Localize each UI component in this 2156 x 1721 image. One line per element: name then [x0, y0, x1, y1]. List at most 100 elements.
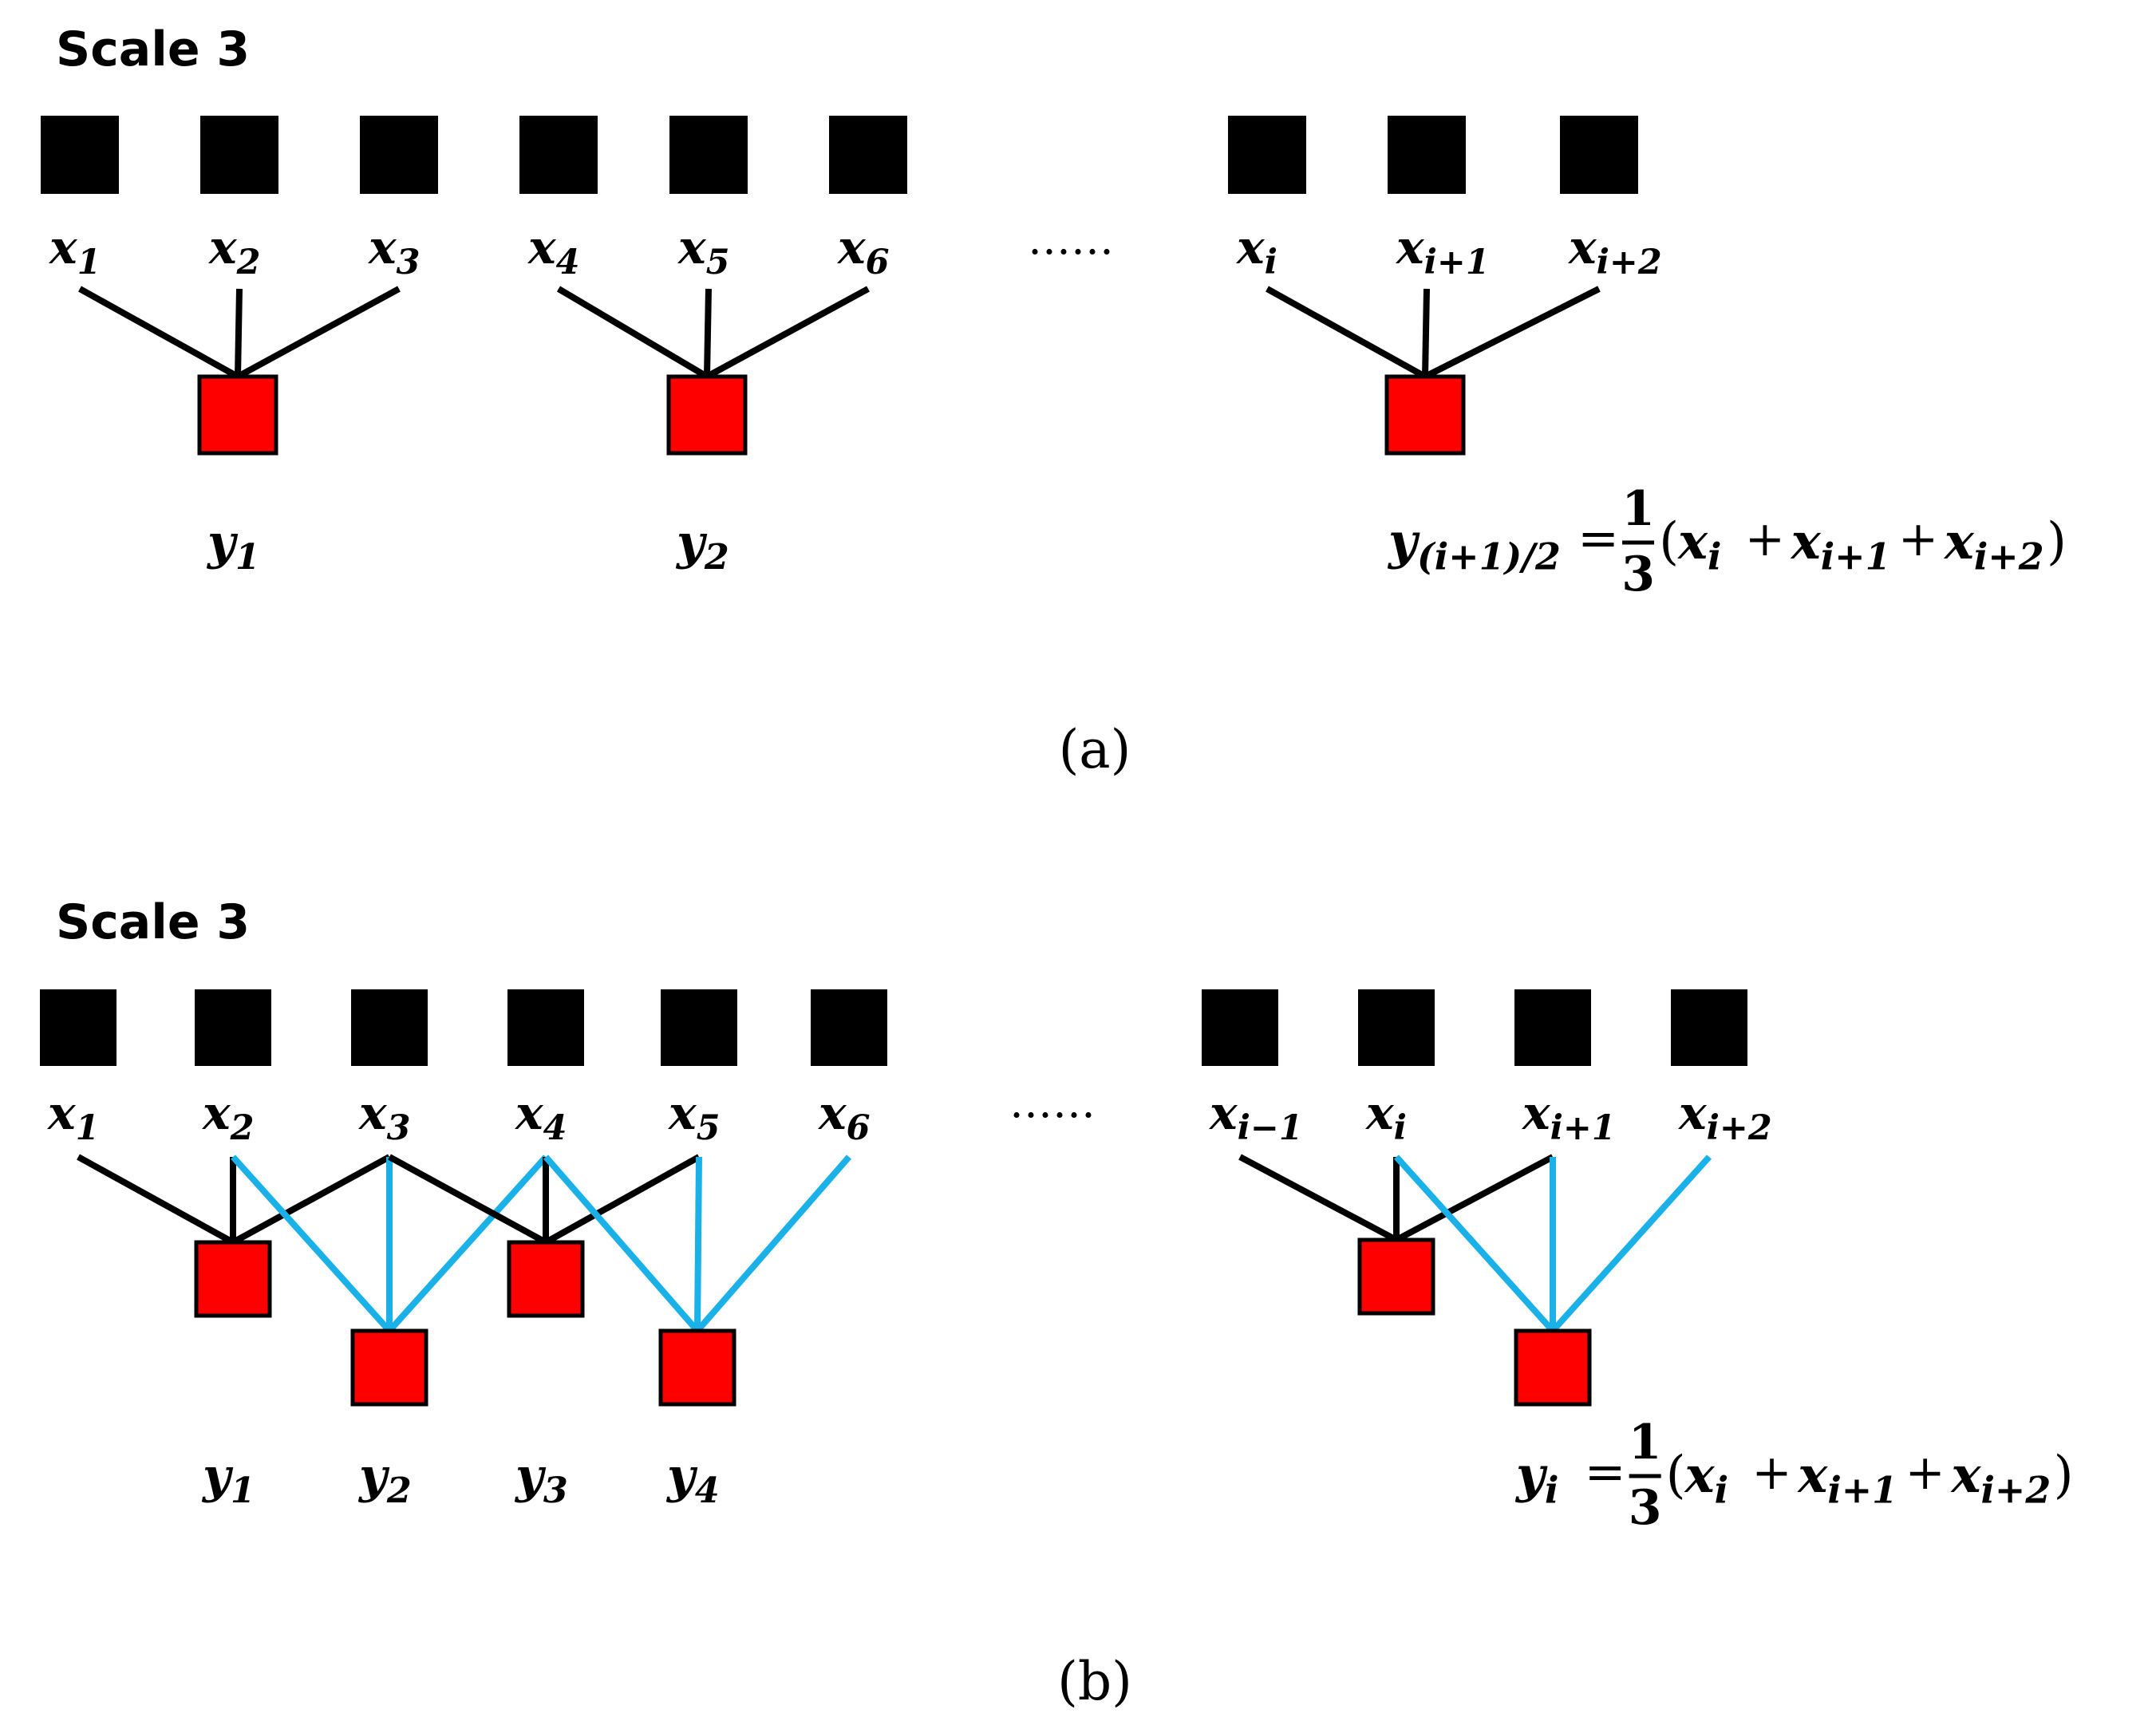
edge-secondary: [231, 1155, 392, 1333]
formula-lhs: y(i+1)/2: [1387, 512, 1561, 578]
input-node: [829, 116, 907, 194]
input-label: x6: [836, 220, 889, 282]
edge-primary: [1424, 286, 1601, 380]
formula-term: xi+1: [1790, 512, 1891, 578]
input-label: x1: [46, 1086, 99, 1148]
input-label: x3: [357, 1086, 410, 1148]
formula-numerator: 1: [1629, 1415, 1662, 1470]
output-label: y3: [514, 1448, 568, 1511]
input-node: [1202, 989, 1278, 1066]
edge-primary: [704, 288, 712, 377]
input-node: [360, 116, 438, 194]
edge-primary: [1266, 286, 1427, 380]
formula-term: xi: [1676, 512, 1721, 578]
panel-title: Scale 3: [56, 22, 250, 77]
formula-term: xi+2: [1943, 512, 2044, 578]
edge-primary: [544, 1154, 701, 1245]
edge-primary: [1422, 288, 1430, 377]
edge-primary: [236, 286, 401, 380]
input-label: xi+1: [1395, 220, 1490, 282]
edge-primary: [388, 1154, 547, 1245]
formula-close-paren: ): [2054, 1446, 2074, 1505]
edge-primary: [556, 286, 709, 380]
input-label: x6: [817, 1086, 870, 1148]
ellipsis: ……: [1009, 1077, 1096, 1127]
panel-title: Scale 3: [56, 894, 250, 950]
formula-term: xi+2: [1949, 1446, 2051, 1512]
edge-primary: [705, 286, 870, 380]
output-label: y1: [206, 515, 260, 578]
formula-denominator: 3: [1621, 547, 1655, 602]
edge-primary: [1238, 1154, 1398, 1243]
output-node: [194, 1240, 272, 1318]
panel-caption: (a): [1059, 719, 1131, 780]
formula-close-paren: ): [2047, 512, 2067, 571]
edge-secondary: [387, 1155, 548, 1333]
formula-term: xi+1: [1796, 1446, 1897, 1512]
input-label: xi+2: [1677, 1086, 1772, 1148]
edge-primary: [235, 288, 243, 377]
output-node: [1384, 374, 1466, 456]
panel-caption: (b): [1057, 1651, 1132, 1712]
input-label: x5: [677, 220, 729, 282]
formula-plus: +: [1898, 511, 1938, 567]
input-node: [811, 989, 887, 1066]
formula-lhs: yi: [1514, 1446, 1558, 1512]
edge-primary: [77, 1154, 235, 1245]
input-label: x4: [527, 220, 579, 282]
output-node: [666, 374, 748, 456]
formula-numerator: 1: [1621, 481, 1655, 537]
formula-plus: +: [1905, 1445, 1945, 1501]
input-node: [1514, 989, 1591, 1066]
input-node: [507, 989, 584, 1066]
edge-primary: [78, 286, 239, 380]
output-label: y1: [201, 1448, 255, 1511]
formula-plus: +: [1745, 511, 1785, 567]
edge-secondary: [694, 1156, 702, 1332]
input-node: [1358, 989, 1435, 1066]
output-node: [1357, 1237, 1435, 1316]
input-label: x4: [514, 1086, 567, 1148]
formula-plus: +: [1751, 1445, 1791, 1501]
input-node: [661, 989, 737, 1066]
edge-primary: [1395, 1154, 1554, 1243]
formula-denominator: 3: [1629, 1480, 1662, 1536]
edge-secondary: [694, 1155, 852, 1333]
input-node: [669, 116, 748, 194]
formula: yi=13(xi+xi+1+xi+2): [1514, 1415, 2074, 1536]
formula-term: xi: [1684, 1446, 1728, 1512]
output-node: [350, 1328, 428, 1407]
input-label: xi: [1364, 1086, 1407, 1148]
input-label: x1: [48, 220, 101, 282]
input-label: x5: [667, 1086, 720, 1148]
output-label: y2: [357, 1448, 412, 1511]
output-label: y4: [665, 1448, 720, 1511]
input-label: xi: [1235, 220, 1277, 282]
output-node: [197, 374, 278, 456]
ellipsis: ……: [1028, 214, 1114, 264]
input-node: [1228, 116, 1306, 194]
input-node: [1671, 989, 1747, 1066]
formula: y(i+1)/2=13(xi+xi+1+xi+2): [1387, 481, 2067, 602]
input-label: x2: [201, 1086, 254, 1148]
input-node: [41, 116, 119, 194]
input-label: xi+1: [1521, 1086, 1616, 1148]
output-node: [507, 1240, 585, 1318]
edge-secondary: [1550, 1155, 1712, 1333]
edge-primary: [231, 1154, 391, 1245]
output-node: [658, 1328, 736, 1407]
input-label: xi+2: [1567, 220, 1662, 282]
input-label: xi−1: [1208, 1086, 1303, 1148]
formula-equals: =: [1578, 509, 1619, 567]
edge-secondary: [543, 1155, 701, 1333]
input-node: [40, 989, 116, 1066]
input-node: [351, 989, 428, 1066]
edge-secondary: [1394, 1155, 1555, 1333]
output-node: [1514, 1328, 1592, 1407]
formula-equals: =: [1585, 1443, 1626, 1501]
input-node: [1560, 116, 1638, 194]
input-label: x3: [367, 220, 420, 282]
formula-open-paren: (: [1666, 1446, 1686, 1505]
